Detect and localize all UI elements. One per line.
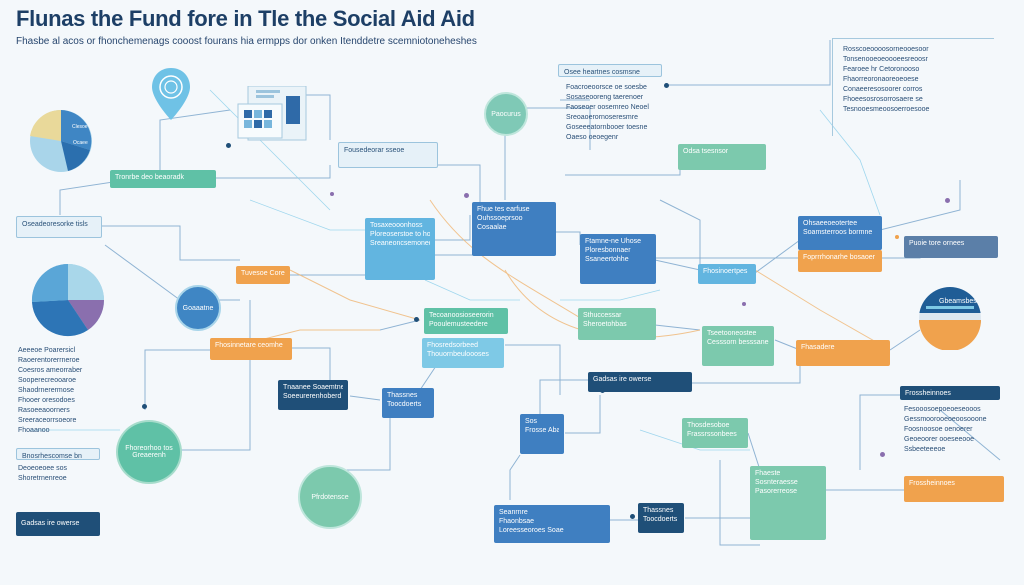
connector-dot: [226, 143, 231, 148]
left-lower-text: Deoeoeoee sos Shoretrnenreoe: [18, 465, 68, 482]
flow-node[interactable]: Bnosrhescomse bn: [16, 448, 100, 460]
connector-dot: [630, 514, 635, 519]
flow-node[interactable]: Oseadeoresorke tisls: [16, 216, 102, 238]
flow-node[interactable]: Puoie tore ornees: [904, 236, 998, 258]
node-circle[interactable]: Paocurus: [484, 92, 528, 136]
connector-dot: [895, 235, 899, 239]
node-circle-label: Fhoreorhoo tos Greaerenh: [125, 445, 173, 459]
connector-dot: [664, 83, 669, 88]
top-right-text-block: Rosscoeoooosorneooesoor Tonsenooeoeoooee…: [843, 46, 930, 113]
connector-dot: [600, 388, 605, 393]
connector-dot: [880, 452, 885, 457]
top-center-text-block: Foacroeoorsce oe soesbe Sosaseooreng tae…: [566, 84, 649, 141]
location-pin-icon: [152, 68, 190, 120]
connector-dot: [414, 317, 419, 322]
flow-node[interactable]: Tronrbe deo beaoradk: [110, 170, 216, 188]
flow-node[interactable]: Foprrrhonarhe bosaoer: [798, 250, 882, 272]
node-circle[interactable]: Pfrdotensce: [298, 465, 362, 529]
node-circle-label: Goaaatne: [182, 304, 214, 312]
page-title: Flunas the Fund fore in Tle the Social A…: [16, 6, 475, 31]
document-icon: [237, 86, 307, 141]
node-circle[interactable]: Fhoreorhoo tos Greaerenh: [116, 420, 182, 484]
flow-node[interactable]: Gadsas ire owerse: [16, 512, 100, 536]
connector-dot: [142, 404, 147, 409]
flow-node[interactable]: Fousedeorar sseoe: [338, 142, 438, 168]
flow-node[interactable]: Fhasadere: [796, 340, 890, 366]
pie-chart-icon: [31, 263, 105, 337]
flow-node[interactable]: Odsa tsesnsor: [678, 144, 766, 170]
flow-node[interactable]: Fhosinnetare ceomhe: [210, 338, 292, 360]
right-text-block: Fesooosoepoeoeseooos Gessmoorooeoeoosooo…: [904, 406, 987, 453]
connector-dot: [464, 193, 469, 198]
flow-node[interactable]: Tnaanee SoaemtneerSoeeurerenhoberd: [278, 380, 348, 410]
connector-dot: [742, 302, 746, 306]
pie-caption: Gbeamsbes: [939, 298, 977, 305]
flow-node[interactable]: Gadsas ire owerse: [588, 372, 692, 392]
flow-node[interactable]: Frossheinnoes: [900, 386, 1000, 400]
pie-label: Clesoe: [72, 124, 88, 130]
connector-dot: [945, 198, 950, 203]
page-subtitle: Fhasbe al acos or fhonchemenags cooost f…: [16, 36, 477, 47]
flow-node[interactable]: Osee heartnes cosmsne: [558, 64, 662, 77]
pie-label-2: Ocaee: [73, 140, 88, 146]
node-circle[interactable]: Goaaatne: [175, 285, 221, 331]
pie-chart-icon: [919, 287, 981, 350]
node-circle-label: Paocurus: [491, 110, 521, 118]
node-circle-label: Pfrdotensce: [311, 493, 349, 501]
connector-dot: [330, 192, 334, 196]
left-text-block: Aeeeoe Poarersicl Raoerentorerrneroe Coe…: [18, 347, 83, 434]
flow-node[interactable]: Tuvesoe Coressroocd: [236, 266, 290, 284]
flow-node[interactable]: Fhosinoertpes: [698, 264, 756, 284]
flow-node[interactable]: Frossheinnoes: [904, 476, 1004, 502]
pie-chart-icon: Clesoe Ocaee: [30, 109, 92, 172]
top-right-panel: Rosscoeoooosorneooesoor Tonsenooeoeoooee…: [832, 38, 994, 136]
